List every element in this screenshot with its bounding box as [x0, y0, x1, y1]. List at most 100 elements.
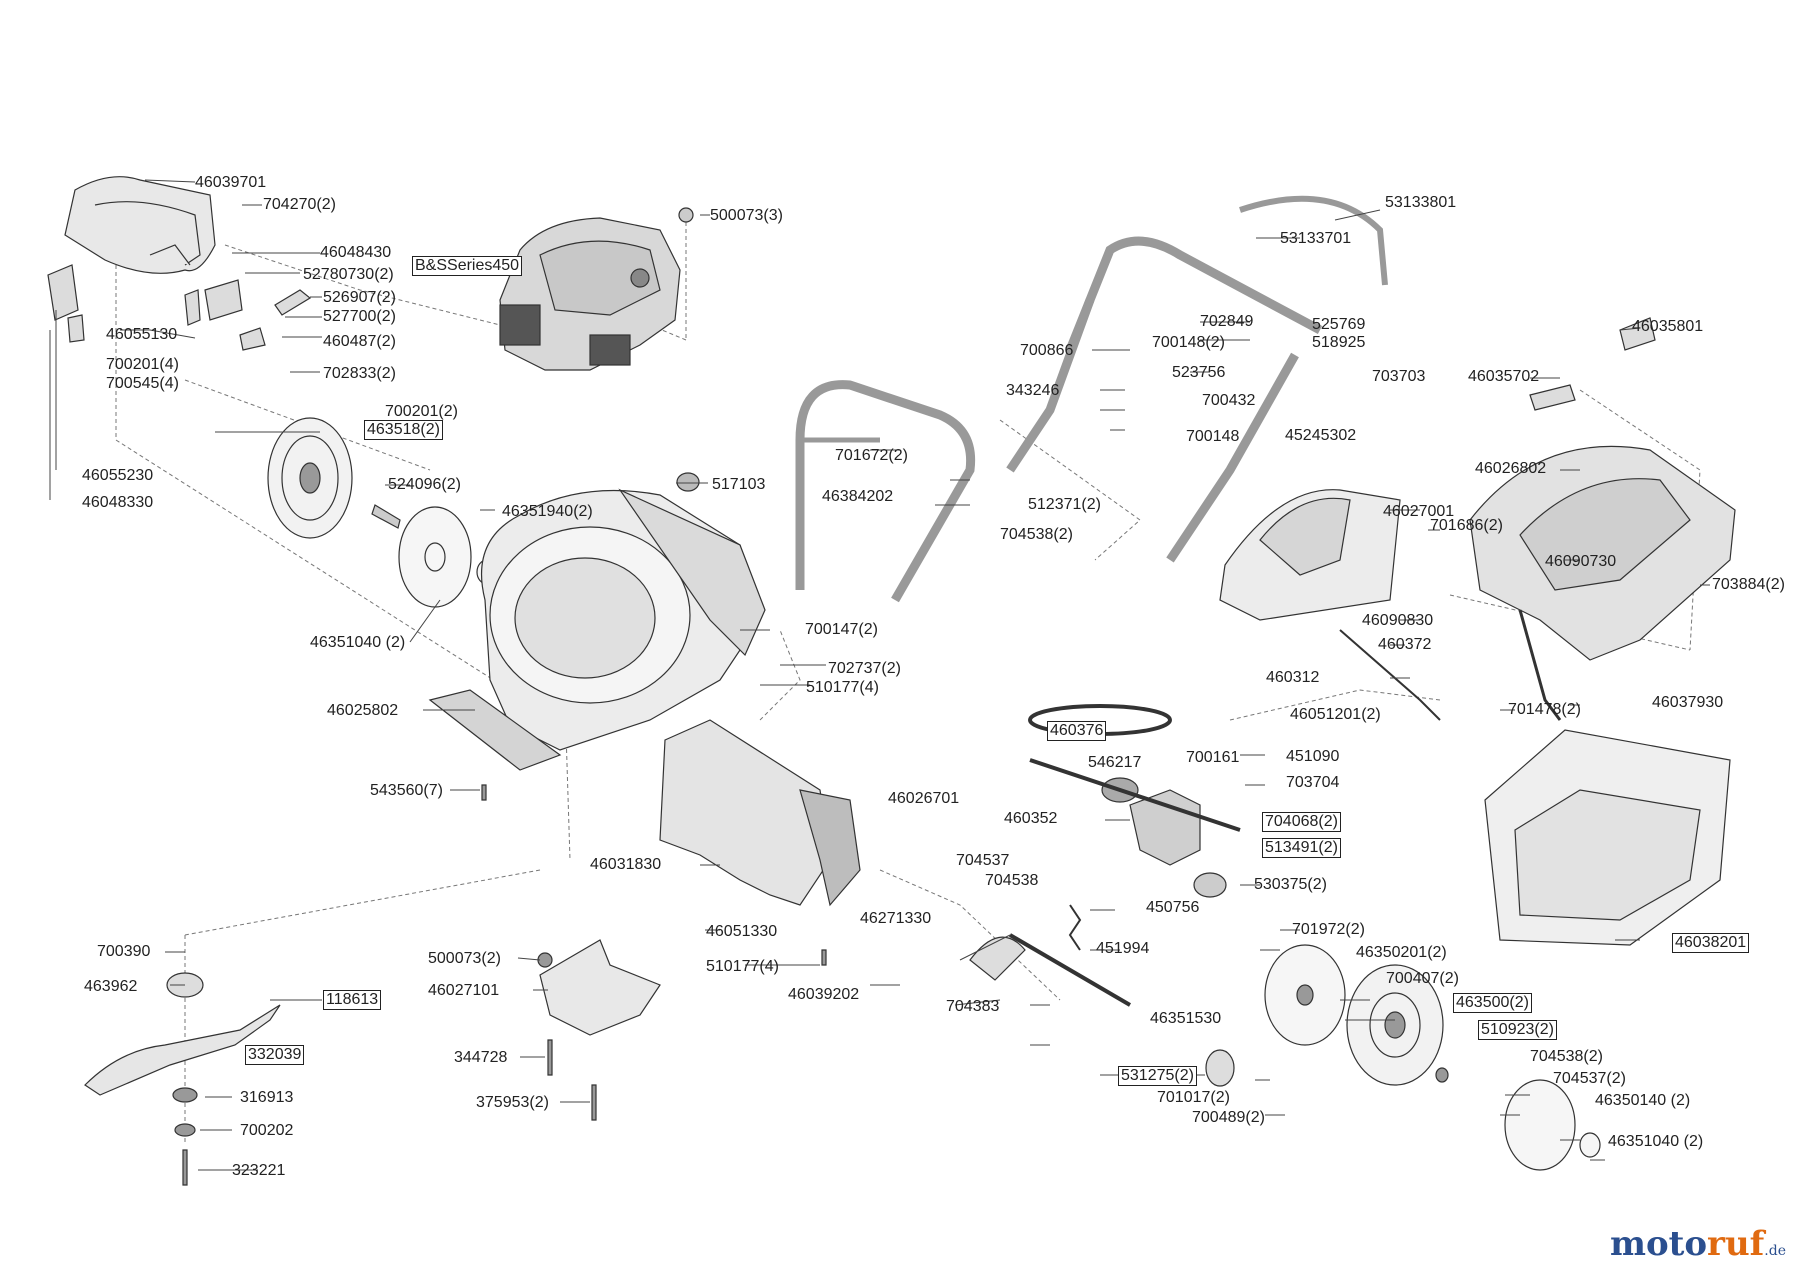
part-46351940: 46351940(2): [502, 503, 593, 520]
hubcap-right: [1504, 1079, 1601, 1171]
part-46037930: 46037930: [1652, 694, 1724, 711]
part-524096: 524096(2): [388, 476, 461, 493]
frame-rod: [1518, 609, 1562, 721]
grassbox-flap: [1529, 384, 1576, 411]
brand-logo: motoruf.de: [1610, 1224, 1786, 1264]
part-700407: 700407(2): [1386, 970, 1459, 987]
hubcap-left: [398, 506, 498, 608]
bolts: [481, 784, 827, 1121]
side-brackets: [47, 264, 312, 351]
chute: [659, 719, 861, 907]
part-704537-2: 704537(2): [1553, 1070, 1626, 1087]
part-332039: 332039: [245, 1045, 305, 1065]
part-702737: 702737(2): [828, 660, 901, 677]
part-700432: 700432: [1202, 392, 1256, 409]
pinion-gear: [1205, 1049, 1235, 1087]
part-53133701: 53133701: [1280, 230, 1352, 247]
part-46048430: 46048430: [320, 244, 392, 261]
drive-shaft: [1029, 758, 1241, 832]
spacer: [676, 472, 700, 492]
part-46035702: 46035702: [1468, 368, 1540, 385]
part-engine-series: B&SSeries450: [412, 256, 523, 276]
part-527700: 527700(2): [323, 308, 396, 325]
part-46350201: 46350201(2): [1356, 944, 1447, 961]
part-46035801: 46035801: [1632, 318, 1704, 335]
part-523756: 523756: [1172, 364, 1226, 381]
part-451090: 451090: [1286, 748, 1340, 765]
part-700201-2: 700201(2): [385, 403, 458, 420]
part-460372: 460372: [1378, 636, 1432, 653]
part-46055130: 46055130: [106, 326, 178, 343]
part-343246: 343246: [1006, 382, 1060, 399]
part-510177-4a: 510177(4): [806, 679, 879, 696]
axle-bolt: [371, 504, 401, 529]
part-704538-2b: 704538(2): [1530, 1048, 1603, 1065]
brand-name-a: moto: [1609, 1224, 1708, 1264]
part-463500: 463500(2): [1453, 993, 1532, 1013]
part-46027101: 46027101: [428, 982, 500, 999]
part-46038201: 46038201: [1672, 933, 1750, 953]
part-46271330: 46271330: [860, 910, 932, 927]
part-46351040b: 46351040 (2): [1608, 1133, 1704, 1150]
upper-handle: [1006, 236, 1323, 563]
rear-axle: [1008, 933, 1132, 1007]
spring: [1068, 904, 1082, 951]
part-500073-3: 500073(3): [710, 207, 783, 224]
part-316913: 316913: [240, 1089, 294, 1106]
part-703704: 703704: [1286, 774, 1340, 791]
part-46027001: 46027001: [1383, 503, 1455, 520]
part-460376: 460376: [1047, 721, 1107, 741]
drive-cable: [1339, 629, 1441, 721]
part-702849: 702849: [1200, 313, 1254, 330]
part-700147: 700147(2): [805, 621, 878, 638]
part-450756: 450756: [1146, 899, 1200, 916]
part-700545: 700545(4): [106, 375, 179, 392]
part-517103: 517103: [712, 476, 766, 493]
part-46055230: 46055230: [82, 467, 154, 484]
lower-handle: [795, 380, 976, 603]
part-526907: 526907(2): [323, 289, 396, 306]
part-700148-2: 700148(2): [1152, 334, 1225, 351]
part-45245302: 45245302: [1285, 427, 1357, 444]
part-344728: 344728: [454, 1049, 508, 1066]
blade: [84, 972, 281, 1186]
part-460352: 460352: [1004, 810, 1058, 827]
part-703703: 703703: [1372, 368, 1426, 385]
wheel-cover: [1264, 944, 1346, 1046]
rear-wheel-right: [1346, 964, 1444, 1086]
part-46026802: 46026802: [1475, 460, 1547, 477]
part-704538-2a: 704538(2): [1000, 526, 1073, 543]
nut: [678, 207, 694, 223]
part-543560: 543560(7): [370, 782, 443, 799]
part-46039701: 46039701: [195, 174, 267, 191]
roller: [1193, 872, 1227, 898]
part-451994: 451994: [1096, 940, 1150, 957]
brand-name-b: ruf: [1707, 1224, 1765, 1264]
rear-wheel-left: [267, 417, 353, 539]
part-525769: 525769: [1312, 316, 1366, 333]
part-46351040a: 46351040 (2): [310, 634, 406, 651]
part-704538: 704538: [985, 872, 1039, 889]
bail-lever: [1239, 195, 1388, 286]
grassbox-lid: [1219, 489, 1401, 621]
part-704068: 704068(2): [1262, 812, 1341, 832]
part-46039202: 46039202: [788, 986, 860, 1003]
part-500073-2: 500073(2): [428, 950, 501, 967]
part-700390: 700390: [97, 943, 151, 960]
part-701672: 701672(2): [835, 447, 908, 464]
part-510923: 510923(2): [1478, 1020, 1557, 1040]
part-700161: 700161: [1186, 749, 1240, 766]
part-702833: 702833(2): [323, 365, 396, 382]
part-701478: 701478(2): [1508, 701, 1581, 718]
grass-deflector: [64, 176, 216, 274]
grassbox-top: [1469, 445, 1736, 661]
part-700489: 700489(2): [1192, 1109, 1265, 1126]
part-512371: 512371(2): [1028, 496, 1101, 513]
part-323221: 323221: [232, 1162, 286, 1179]
part-53133801: 53133801: [1385, 194, 1457, 211]
part-460487: 460487(2): [323, 333, 396, 350]
part-460312: 460312: [1266, 669, 1320, 686]
part-546217: 546217: [1088, 754, 1142, 771]
part-531275: 531275(2): [1118, 1066, 1197, 1086]
